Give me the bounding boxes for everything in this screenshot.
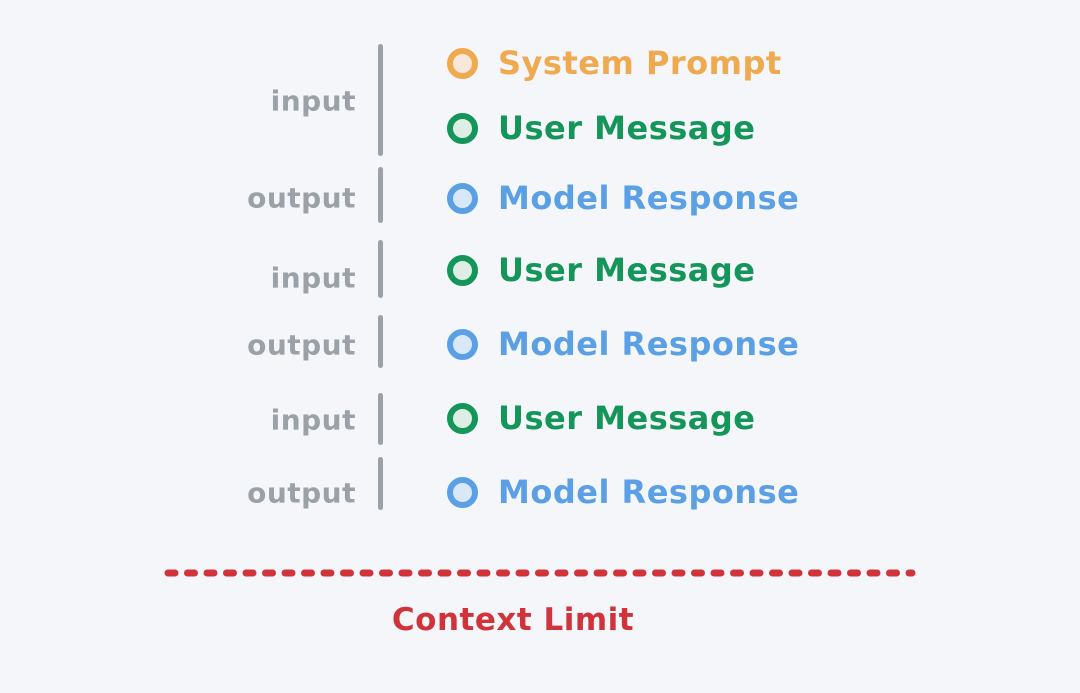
model-response-circle-icon	[447, 328, 478, 360]
message-row-user-message-1: User Message	[447, 109, 756, 147]
message-row-user-message-3: User Message	[447, 399, 756, 437]
io-label-input-3: input	[270, 403, 356, 437]
model-response-circle-icon	[447, 182, 478, 214]
io-label-output-1: output	[247, 181, 356, 215]
io-label-output-3: output	[247, 476, 356, 510]
message-row-system-prompt: System Prompt	[447, 44, 782, 82]
model-response-circle-icon	[447, 476, 478, 508]
message-label: User Message	[498, 399, 756, 437]
input-bracket-bar-3	[378, 393, 383, 445]
message-row-model-response-1: Model Response	[447, 179, 799, 217]
message-label: Model Response	[498, 325, 800, 363]
output-bracket-bar-1	[378, 167, 383, 223]
message-label: User Message	[498, 109, 756, 147]
user-message-circle-icon	[447, 112, 478, 144]
message-label: Model Response	[498, 179, 800, 217]
io-label-input-1: input	[270, 84, 356, 118]
message-label: User Message	[498, 251, 756, 289]
message-label: Model Response	[498, 473, 800, 511]
message-row-user-message-2: User Message	[447, 251, 756, 289]
message-row-model-response-3: Model Response	[447, 473, 799, 511]
user-message-circle-icon	[447, 254, 478, 286]
io-label-output-2: output	[247, 328, 356, 362]
output-bracket-bar-3	[378, 457, 383, 510]
message-label: System Prompt	[498, 44, 782, 82]
message-row-model-response-2: Model Response	[447, 325, 799, 363]
input-bracket-bar-1	[378, 44, 383, 156]
context-limit-dashed-line	[164, 569, 916, 577]
system-prompt-circle-icon	[447, 47, 478, 79]
io-label-input-2: input	[270, 261, 356, 295]
input-bracket-bar-2	[378, 240, 383, 298]
context-limit-label: Context Limit	[391, 602, 635, 638]
output-bracket-bar-2	[378, 315, 383, 368]
user-message-circle-icon	[447, 402, 478, 434]
